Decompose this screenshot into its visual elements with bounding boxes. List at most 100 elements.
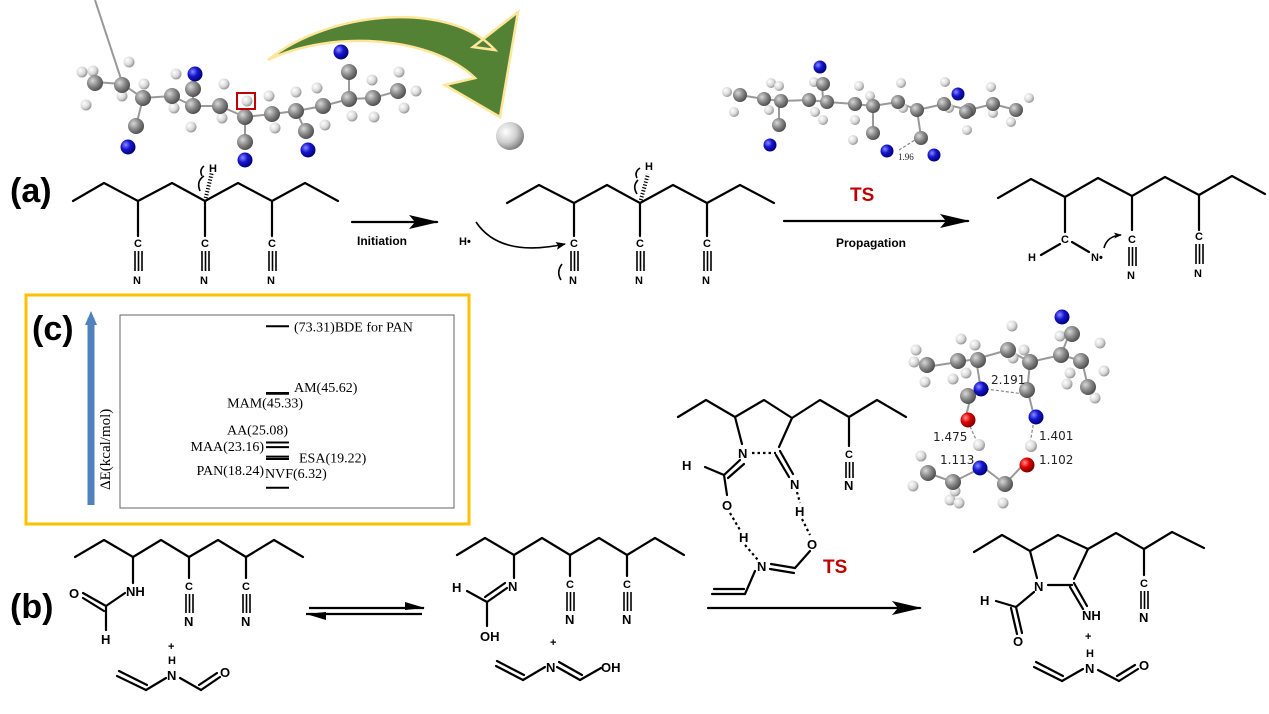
svg-text:N•: N• <box>1091 252 1103 264</box>
cyclized-radical-product-structure: C H N• C N C N <box>996 174 1267 282</box>
hashed-wedge-h <box>203 171 214 202</box>
atoms-carbon <box>87 64 406 150</box>
svg-text:O: O <box>69 586 79 601</box>
atoms-hydrogen <box>76 56 422 134</box>
panel-c-label: (c) <box>32 310 74 348</box>
initiation-label: Initiation <box>357 234 407 248</box>
abstraction-site-highlight <box>236 92 256 110</box>
svg-text:N: N <box>167 668 176 683</box>
svg-text:N: N <box>790 477 799 492</box>
atoms-nitrogen <box>120 44 349 168</box>
ts-a-3d-model: 1.96 <box>722 60 1034 162</box>
ts-a-distance-label: 1.96 <box>898 152 914 162</box>
energy-diagram-box <box>119 314 455 509</box>
panel-b-label: (b) <box>10 588 53 626</box>
svg-text:+: + <box>1085 631 1091 643</box>
svg-text:C: C <box>703 238 711 250</box>
svg-text:N: N <box>757 559 766 574</box>
energy-label-am: AM(45.62) <box>294 381 358 396</box>
svg-text:H: H <box>980 593 989 608</box>
pan-3d-model <box>76 0 524 168</box>
svg-text:N: N <box>1085 661 1094 676</box>
energy-label-nvf: NVF(6.32) <box>265 467 327 482</box>
propagation-label: Propagation <box>836 236 906 250</box>
svg-text:H: H <box>1028 252 1036 264</box>
svg-text:N: N <box>635 275 643 287</box>
energy-label-mam: MAM(45.33) <box>227 397 303 412</box>
svg-text:H: H <box>101 632 110 647</box>
svg-text:N: N <box>508 579 517 594</box>
svg-text:N: N <box>546 660 555 675</box>
svg-text:H: H <box>739 530 748 545</box>
radical-attack-arrow <box>475 221 566 250</box>
energy-label-bde-for-pan: (73.31)BDE for PAN <box>294 320 413 335</box>
ts-b-distance-3: 1.113 <box>940 453 974 467</box>
svg-text:N: N <box>702 275 710 287</box>
svg-text:C: C <box>201 238 209 250</box>
energy-axis-label: ΔE(kcal/mol) <box>98 409 114 490</box>
svg-text:H: H <box>452 580 461 595</box>
svg-text:N: N <box>1139 610 1148 625</box>
svg-text:N: N <box>565 612 574 627</box>
svg-text:H: H <box>645 161 653 173</box>
svg-text:H: H <box>1086 648 1094 660</box>
svg-text:O: O <box>722 498 732 513</box>
svg-text:+: + <box>550 637 556 649</box>
energy-label-pan: PAN(18.24) <box>196 464 264 479</box>
svg-text:C: C <box>566 579 574 591</box>
svg-text:H: H <box>682 458 691 473</box>
svg-text:N: N <box>200 275 208 287</box>
svg-text:C: C <box>845 449 853 461</box>
svg-text:N: N <box>133 275 141 287</box>
svg-text:C: C <box>268 238 276 250</box>
svg-text:C: C <box>185 581 193 593</box>
svg-text:C: C <box>623 579 631 591</box>
panel-a-label: (a) <box>10 172 52 210</box>
ts-label-b: TS <box>823 557 847 578</box>
svg-text:C: C <box>1140 578 1148 590</box>
svg-text:O: O <box>807 537 817 552</box>
svg-text:NH: NH <box>1082 608 1101 623</box>
svg-text:O: O <box>1139 658 1149 673</box>
svg-text:OH: OH <box>601 660 621 675</box>
ts-b-distance-1: 2.191 <box>991 373 1025 387</box>
pan-intermediate-structure: H C N C N C N <box>505 161 776 287</box>
svg-text:N: N <box>241 614 250 629</box>
svg-text:C: C <box>1061 234 1069 246</box>
nvf-pan-copolymer-structure: NH O H C N C N + H N O <box>69 538 305 692</box>
ts-b-distance-2: 1.475 <box>933 430 967 444</box>
equilibrium-arrow <box>306 602 425 620</box>
svg-text:O: O <box>1013 634 1023 649</box>
hydrogen-transfer-green-arrow <box>267 9 520 119</box>
pan-reactant-structure: H C N C N C N <box>71 163 340 287</box>
ts-b-distance-5: 1.102 <box>1039 453 1073 467</box>
svg-text:H: H <box>795 504 804 519</box>
energy-label-maa: MAA(23.16) <box>191 440 265 455</box>
svg-text:C: C <box>636 238 644 250</box>
svg-text:C: C <box>134 238 142 250</box>
svg-text:+: + <box>168 641 174 653</box>
svg-text:N: N <box>1127 270 1135 282</box>
svg-text:H: H <box>168 655 176 667</box>
radical-half-arrow <box>197 175 205 192</box>
svg-text:NH: NH <box>126 584 145 599</box>
svg-text:C: C <box>1128 234 1136 246</box>
svg-text:N: N <box>569 275 577 287</box>
svg-text:C: C <box>570 238 578 250</box>
ts-label-a: TS <box>850 185 874 206</box>
ts-b-distance-4: 1.401 <box>1039 429 1073 443</box>
svg-text:N: N <box>184 614 193 629</box>
svg-text:C: C <box>242 581 250 593</box>
svg-text:C: C <box>1195 231 1203 243</box>
svg-text:N: N <box>622 612 631 627</box>
cyclic-amidine-product-structure: N NH H O C N + H N O <box>972 530 1206 683</box>
hydrogen-radical: H• <box>459 236 471 248</box>
svg-text:H: H <box>209 163 217 175</box>
svg-text:N: N <box>267 275 275 287</box>
energy-label-aa: AA(25.08) <box>227 424 288 439</box>
ts-b-3d-model: 2.191 1.475 1.113 1.401 1.102 <box>907 309 1110 509</box>
svg-text:N: N <box>844 478 853 493</box>
energy-label-esa: ESA(19.22) <box>299 452 367 467</box>
ts-b-structure: N N H O H H O N C N <box>676 398 908 596</box>
